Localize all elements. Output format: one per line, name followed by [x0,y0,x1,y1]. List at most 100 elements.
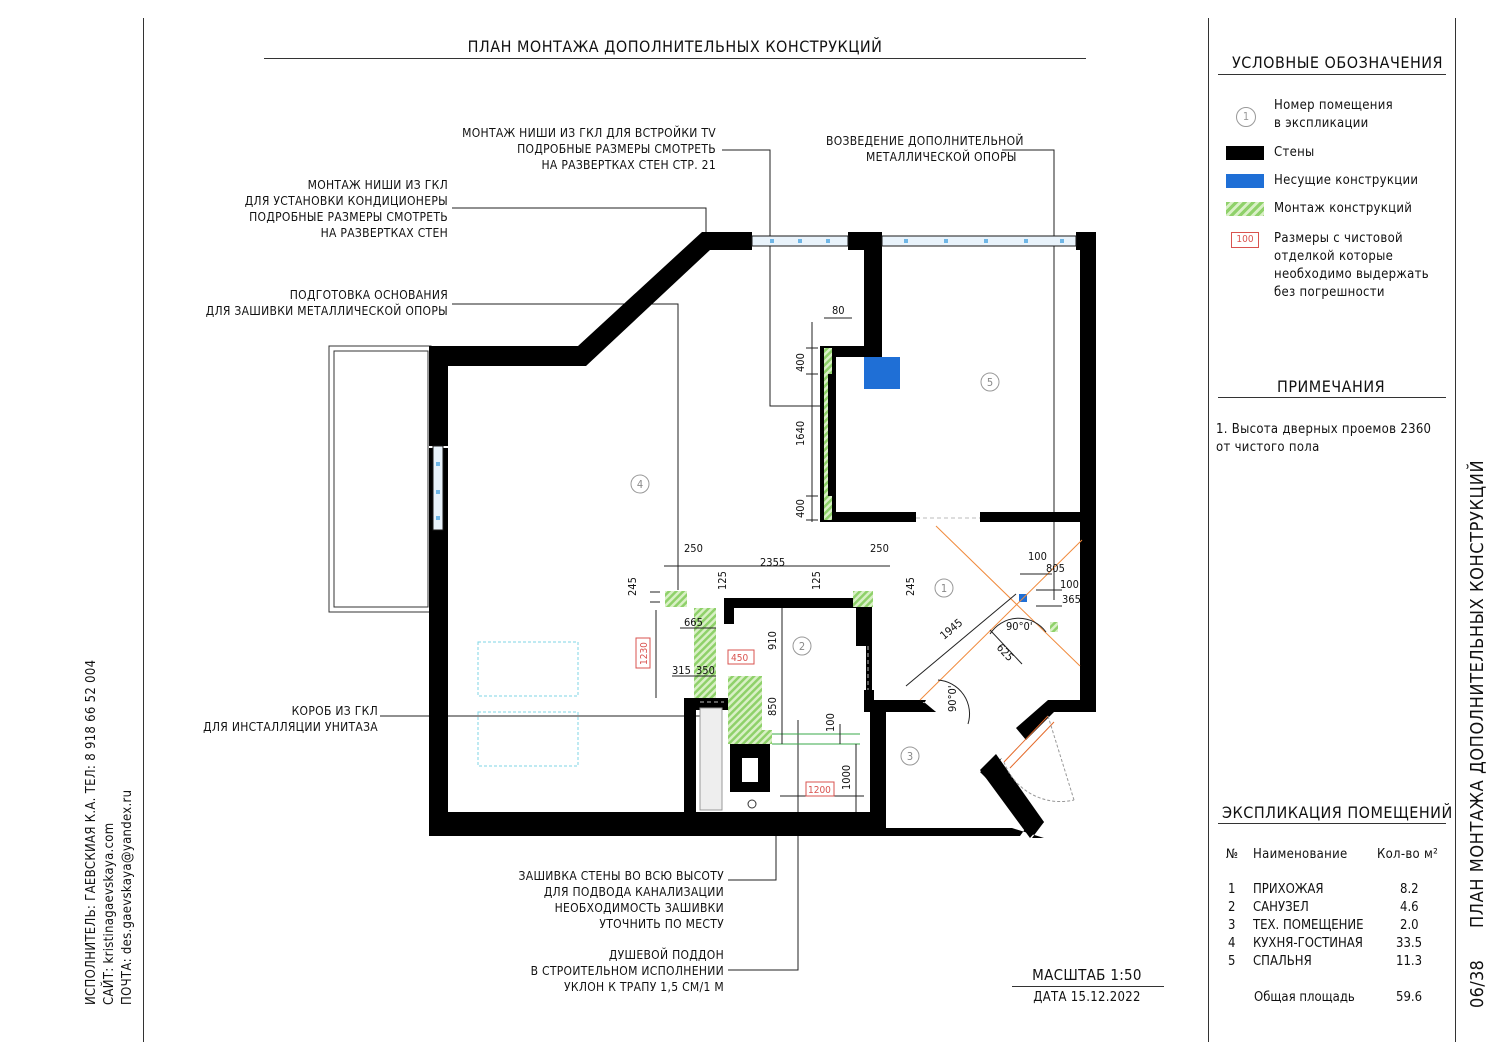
explication-row: 1 ПРИХОЖАЯ 8.2 [1226,882,1446,900]
drain-icon [747,799,757,809]
mounting-structures [665,348,1058,744]
notes-line-2: от чистого пола [1216,440,1320,455]
right-panel-line [1208,18,1209,1042]
scale-underline [1012,986,1164,987]
legend-walls-swatch [1226,146,1264,160]
sheet-title: ПЛАН МОНТАЖА ДОПОЛНИТЕЛЬНЫХ КОНСТРУКЦИЙ [467,37,883,56]
legend-room-number-label-2: в экспликации [1274,116,1369,131]
bearing-columns [669,357,1027,604]
explication-row: 2 САНУЗЕЛ 4.6 [1226,900,1446,918]
annotation-base-1: ПОДГОТОВКА ОСНОВАНИЯ [289,288,448,302]
annotation-tray-1: ДУШЕВОЙ ПОДДОН [608,948,724,962]
annotation-tray-3: УКЛОН К ТРАПУ 1,5 СМ/1 М [563,980,724,994]
angle-arcs [937,617,1047,725]
legend-room-number-label-1: Номер помещения [1274,98,1393,113]
explication-row-area: 2.0 [1400,918,1419,933]
furniture-outline [477,641,579,767]
notes-title-underline [1218,397,1446,398]
walls [429,232,1096,838]
legend-title: УСЛОВНЫЕ ОБОЗНАЧЕНИЯ [1232,53,1444,72]
dim-250-left: 250 [684,542,703,555]
dimension-lines [650,317,1062,812]
angle-label-2: 90°0' [946,685,959,712]
annotation-wall-2: ДЛЯ ПОДВОДА КАНАЛИЗАЦИИ [543,885,724,899]
legend-dims-label-2: отделкой которые [1274,249,1394,264]
explication-row-area: 8.2 [1400,882,1419,897]
title-strip-line [1455,18,1456,1042]
balcony [328,345,432,613]
shower-tray [699,707,723,811]
annotation-wall-1: ЗАШИВКА СТЕНЫ ВО ВСЮ ВЫСОТУ [518,869,724,883]
legend-mounting-label: Монтаж конструкций [1274,201,1413,216]
explication-row-name: КУХНЯ-ГОСТИНАЯ [1253,936,1363,951]
legend-dims-label-3: необходимо выдержать [1274,267,1429,282]
legend-title-underline [1218,74,1446,75]
legend-bearing-swatch [1226,174,1264,188]
room-number-4: 4 [637,478,643,491]
dim-100-right: 100 [1060,578,1079,591]
annotation-support-2: МЕТАЛЛИЧЕСКОЙ ОПОРЫ [866,150,1017,164]
legend-dims-icon: 100 [1231,232,1259,248]
scale-label: МАСШТАБ 1:50 [1032,966,1142,984]
dim-400-top: 400 [794,353,807,372]
explication-col-no: № [1226,847,1239,862]
explication-row-name: САНУЗЕЛ [1253,900,1309,915]
geometry-diagonals [919,525,1083,701]
annotation-wall-4: УТОЧНИТЬ ПО МЕСТУ [599,917,724,931]
dim-850: 850 [766,697,779,716]
annotation-support-1: ВОЗВЕДЕНИЕ ДОПОЛНИТЕЛЬНОЙ [826,134,1024,148]
explication-col-name: Наименование [1253,847,1348,862]
dim-250-right: 250 [870,542,889,555]
annotation-ac-niche-2: ДЛЯ УСТАНОВКИ КОНДИЦИОНЕРЫ [244,194,448,208]
explication-row-no: 3 [1228,918,1236,933]
dim-100-right-top: 100 [1028,550,1047,563]
door-openings [700,517,980,703]
annotation-tv-niche-3: НА РАЗВЕРТКАХ СТЕН СТР. 21 [541,158,716,172]
room-number-3: 3 [907,750,913,763]
dim-125-left: 125 [716,571,729,590]
explication-row-name: СПАЛЬНЯ [1253,954,1312,969]
explication-row-name: ТЕХ. ПОМЕЩЕНИЕ [1253,918,1364,933]
dim-125-right: 125 [810,571,823,590]
notes-title: ПРИМЕЧАНИЯ [1277,377,1386,396]
explication-row-area: 4.6 [1400,900,1419,915]
dim-450: 450 [731,653,748,664]
leader-lines [380,149,1055,971]
annotation-ac-niche-1: МОНТАЖ НИШИ ИЗ ГКЛ [307,178,448,192]
explication-row-no: 1 [1228,882,1236,897]
explication-total-label: Общая площадь [1254,990,1355,1005]
legend-dims-label-4: без погрешности [1274,285,1385,300]
exact-dimensions: 1230 450 1200 [635,637,835,797]
annotation-tv-niche-1: МОНТАЖ НИШИ ИЗ ГКЛ ДЛЯ ВСТРОЙКИ TV [462,126,716,140]
dim-80: 80 [832,304,845,317]
dim-1640: 1640 [794,421,807,446]
sheet-title-underline [264,58,1086,59]
room-number-5: 5 [987,376,993,389]
dim-1230: 1230 [639,642,650,665]
dim-400-bottom: 400 [794,499,807,518]
dim-665: 665 [684,616,703,629]
annotation-box-2: ДЛЯ ИНСТАЛЛЯЦИИ УНИТАЗА [203,720,378,734]
room-number-2: 2 [799,640,805,653]
annotation-wall-3: НЕОБХОДИМОСТЬ ЗАШИВКИ [554,901,724,915]
legend-dims-label-1: Размеры с чистовой [1274,231,1403,246]
explication-row-no: 2 [1228,900,1236,915]
bath-lines [772,733,860,745]
explication-total: Общая площадь 59.6 [1226,990,1446,1008]
dim-2355: 2355 [760,556,785,569]
legend-mounting-swatch [1226,202,1264,216]
explication-row-name: ПРИХОЖАЯ [1253,882,1324,897]
room-markers [630,372,1000,766]
annotation-ac-niche-4: НА РАЗВЕРТКАХ СТЕН [320,226,448,240]
dim-1000: 1000 [840,765,853,790]
notes-line-1: 1. Высота дверных проемов 2360 [1216,422,1432,437]
dim-245-right: 245 [904,577,917,596]
explication-title: ЭКСПЛИКАЦИЯ ПОМЕЩЕНИЙ [1222,803,1453,822]
dim-350: 350 [696,664,715,677]
legend-bearing-label: Несущие конструкции [1274,173,1419,188]
room-number-1: 1 [941,582,947,595]
left-frame-line [143,18,144,1042]
date-label: ДАТА 15.12.2022 [1033,990,1141,1005]
explication-row-no: 5 [1228,954,1236,969]
